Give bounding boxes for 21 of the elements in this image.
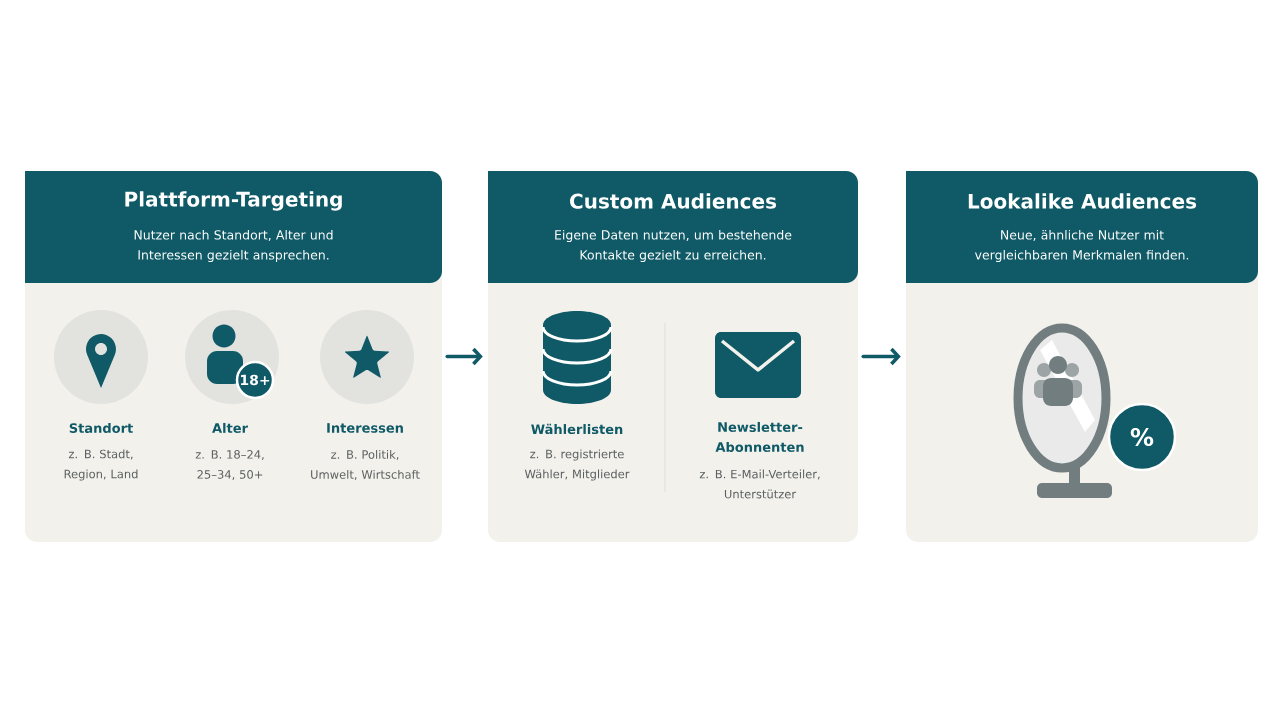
percent-badge: % (1107, 402, 1177, 472)
item-heading: Newsletter-Abonnenten (715, 421, 804, 452)
arrow (445, 347, 483, 366)
age-badge: 18+ (235, 360, 275, 400)
panel-heading: Lookalike Audiences (968, 193, 1197, 209)
item-description: z. B. Stadt, Region, Land (64, 449, 138, 481)
item-description: z. B. E-Mail-Verteiler, Unterstützer (699, 469, 820, 499)
arrow (861, 347, 901, 366)
item-heading: Alter (212, 422, 248, 433)
item-heading: Wählerlisten (531, 423, 623, 435)
item-description: z. B. Politik, Umwelt, Wirtschaft (311, 449, 420, 480)
panel-heading: Custom Audiences (570, 193, 777, 209)
panel-description: Neue, ähnliche Nutzer mit vergleichbaren Merkmalen finden. (974, 229, 1189, 263)
item-heading: Standort (69, 422, 133, 433)
item-heading: Interessen (327, 423, 403, 433)
panel-heading: Plattform-Targeting (125, 191, 342, 211)
item-description: z. B. registrierte Wähler, Mitglieder (524, 449, 630, 481)
panel-description: Eigene Daten nutzen, um bestehende Kontakte gezielt zu erreichen. (555, 229, 792, 263)
panel-description: Nutzer nach Standort, Alter und Interessen gezielt ansprechen. (134, 229, 333, 263)
item-description: z. B. 18–24, 25–34, 50+ (195, 450, 264, 480)
panel (488, 171, 858, 542)
